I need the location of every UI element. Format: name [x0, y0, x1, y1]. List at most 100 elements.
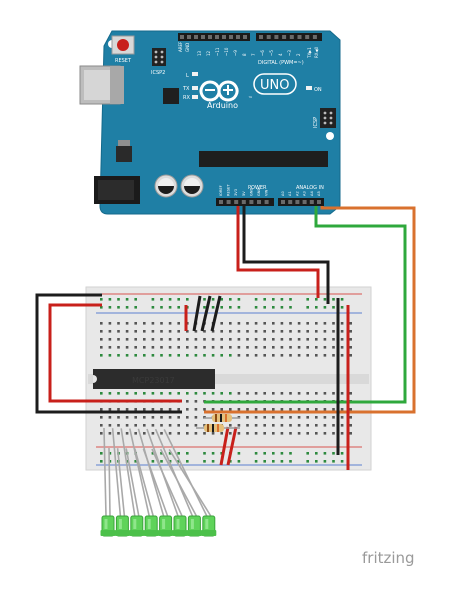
breadboard-hole — [349, 338, 352, 341]
breadboard-hole — [332, 408, 335, 411]
header-pin-hole — [274, 35, 279, 39]
breadboard-hole — [186, 392, 189, 395]
power-pin-hole — [219, 200, 223, 204]
rail-hole — [306, 452, 309, 455]
usb-controller-chip — [163, 88, 179, 104]
breadboard-hole — [220, 392, 223, 395]
led-leg — [116, 448, 126, 517]
breadboard-hole — [323, 392, 327, 395]
breadboard-hole — [143, 330, 146, 333]
breadboard-hole — [168, 354, 172, 357]
breadboard-hole — [254, 346, 258, 349]
icsp-header — [320, 108, 336, 128]
rail-hole — [254, 306, 258, 309]
breadboard-hole — [100, 416, 103, 419]
digital-pin-label: 2 — [296, 53, 301, 56]
rail-hole — [134, 298, 137, 301]
analog-pin-label: A5 — [317, 191, 321, 196]
breadboard-hole — [220, 330, 223, 333]
breadboard-hole — [349, 408, 352, 411]
header-pin-hole — [305, 35, 310, 39]
breadboard-hole — [280, 424, 284, 427]
power-label: POWER — [248, 185, 267, 191]
icsp2-label: ICSP2 — [151, 70, 165, 76]
breadboard-hole — [117, 346, 120, 349]
header-pin-hole — [282, 35, 287, 39]
header-pin-hole — [180, 35, 184, 39]
breadboard-hole — [194, 416, 198, 419]
analog-label: ANALOG IN — [296, 185, 324, 191]
breadboard-hole — [211, 408, 215, 411]
led-leg — [159, 448, 198, 517]
breadboard-hole — [315, 408, 318, 411]
rail-hole — [168, 306, 172, 309]
power-pin-holes — [219, 200, 269, 204]
breadboard-hole — [349, 424, 352, 427]
rail-hole — [203, 452, 206, 455]
rail-hole — [100, 460, 103, 463]
breadboard-hole — [340, 408, 344, 411]
breadboard-hole — [280, 354, 284, 357]
breadboard-hole — [254, 330, 258, 333]
rail-hole — [263, 306, 266, 309]
breadboard-hole — [134, 416, 137, 419]
breadboard-hole — [160, 354, 163, 357]
led-leg — [108, 447, 111, 517]
breadboard-hole — [280, 346, 284, 349]
breadboard-hole — [151, 416, 155, 419]
breadboard-hole — [220, 432, 223, 435]
wire-black-addr-a2 — [210, 295, 222, 332]
breadboard-hole — [289, 322, 292, 325]
breadboard-hole — [117, 416, 120, 419]
breadboard-hole — [237, 408, 241, 411]
breadboard-hole — [323, 424, 327, 427]
breadboard-hole — [194, 400, 198, 403]
breadboard-hole — [254, 338, 258, 341]
breadboard-hole — [263, 346, 266, 349]
breadboard-hole — [229, 432, 232, 435]
breadboard-hole — [220, 338, 223, 341]
rail-hole — [229, 306, 232, 309]
breadboard-hole — [125, 346, 129, 349]
led-leg — [142, 448, 169, 517]
breadboard-hole — [108, 408, 112, 411]
analog-pin-label: A1 — [288, 191, 292, 196]
breadboard-hole — [349, 392, 352, 395]
breadboard-hole — [177, 424, 180, 427]
breadboard-hole — [186, 408, 189, 411]
rx-led — [192, 95, 198, 99]
breadboard-hole — [108, 354, 112, 357]
header-pin-hole — [215, 35, 219, 39]
breadboard-hole — [246, 338, 249, 341]
rail-hole — [220, 306, 223, 309]
breadboard-hole — [246, 322, 249, 325]
breadboard-hole — [100, 322, 103, 325]
rail-hole — [108, 306, 112, 309]
rail-hole — [315, 306, 318, 309]
breadboard-hole — [134, 408, 137, 411]
digital-pin-label: 4 — [278, 53, 283, 56]
breadboard-hole — [237, 424, 241, 427]
breadboard-hole — [125, 424, 129, 427]
breadboard-hole — [229, 322, 232, 325]
rail-hole — [254, 452, 258, 455]
breadboard-hole — [117, 338, 120, 341]
rail-hole — [306, 460, 309, 463]
analog-pin-hole — [295, 200, 300, 204]
breadboard-hole — [332, 432, 335, 435]
breadboard-hole — [254, 354, 258, 357]
analog-pin-hole — [288, 200, 293, 204]
rail-hole — [340, 306, 344, 309]
reset-button[interactable] — [111, 35, 135, 55]
breadboard-hole — [143, 392, 146, 395]
rail-hole — [289, 298, 292, 301]
breadboard-hole — [151, 392, 155, 395]
led-leg — [137, 428, 165, 517]
rail-hole — [237, 460, 241, 463]
rail-hole — [263, 460, 266, 463]
breadboard-hole — [203, 354, 206, 357]
breadboard-hole — [306, 322, 309, 325]
breadboard-hole — [272, 424, 275, 427]
rail-hole — [315, 298, 318, 301]
